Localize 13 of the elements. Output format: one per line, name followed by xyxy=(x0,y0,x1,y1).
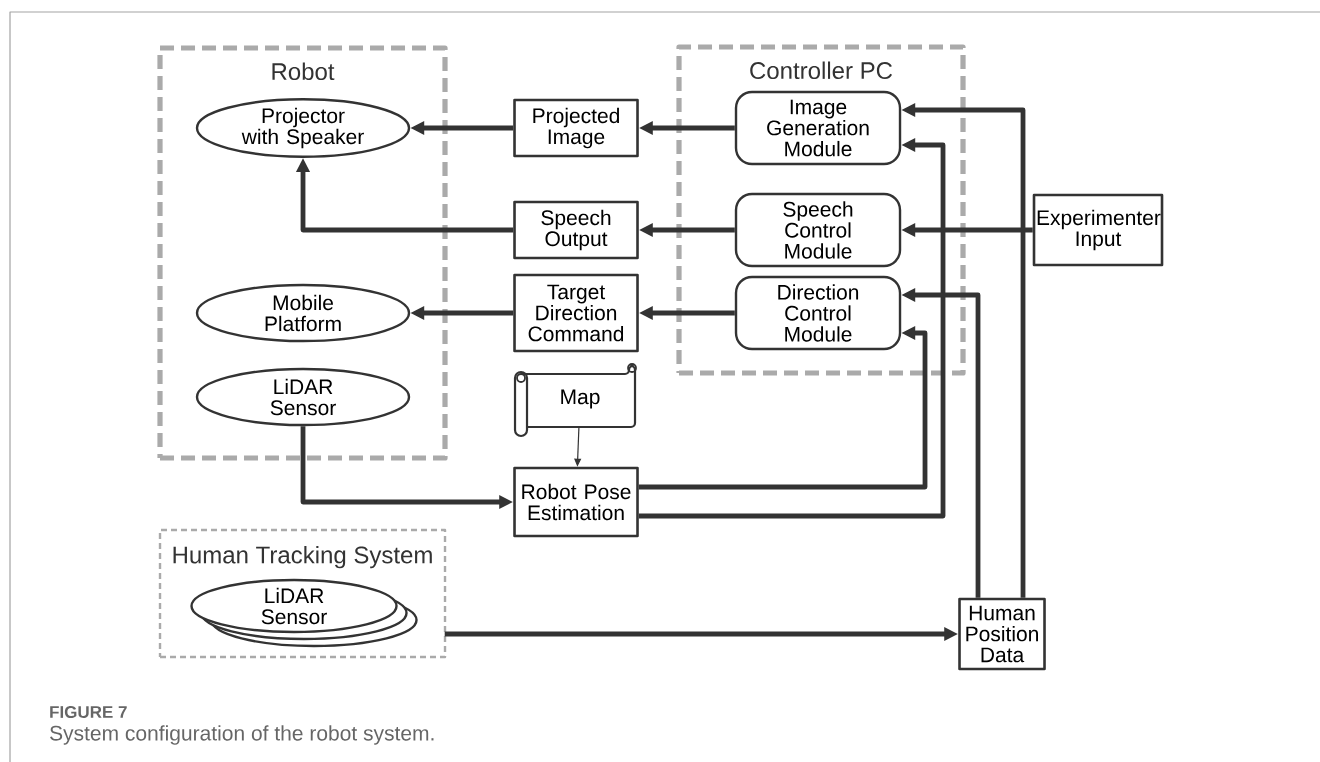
process-box: Target Direction Command xyxy=(513,273,639,353)
caption: System configuration of the robot system. xyxy=(50,725,434,745)
process-box: Human Position Data xyxy=(958,597,1046,671)
module-box: Speech Control Module xyxy=(734,192,902,268)
process-box: Speech Output xyxy=(513,200,639,260)
module-box: Image Generation Module xyxy=(734,90,902,166)
process-box: Robot Pose Estimation xyxy=(513,466,639,538)
process-box: Experimenter Input xyxy=(1032,193,1164,267)
process-box: Projected Image xyxy=(513,98,639,158)
figure-number: FIGURE 7 xyxy=(50,706,127,718)
map-scroll: Map xyxy=(513,363,637,438)
node-label: Map xyxy=(561,389,600,409)
module-box: Direction Control Module xyxy=(734,275,902,351)
